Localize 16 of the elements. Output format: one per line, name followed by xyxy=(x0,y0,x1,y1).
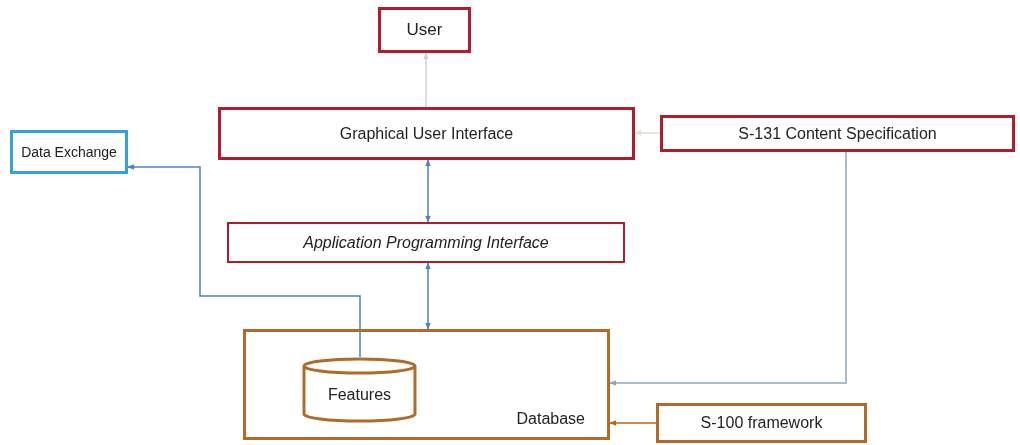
arrow xyxy=(609,151,847,386)
actor-box xyxy=(378,7,471,53)
process-box xyxy=(227,222,625,263)
process-box xyxy=(218,107,635,160)
container-label: Database xyxy=(515,409,586,429)
process-box xyxy=(660,115,1015,152)
arrow xyxy=(425,159,431,223)
arrow xyxy=(423,52,429,108)
database-cylinder xyxy=(302,357,417,423)
process-box xyxy=(656,403,867,443)
process-box xyxy=(10,130,128,174)
arrow xyxy=(425,262,431,330)
arrow xyxy=(634,130,661,136)
arrow xyxy=(127,164,361,358)
container-box xyxy=(243,329,610,440)
arrow xyxy=(609,420,657,426)
